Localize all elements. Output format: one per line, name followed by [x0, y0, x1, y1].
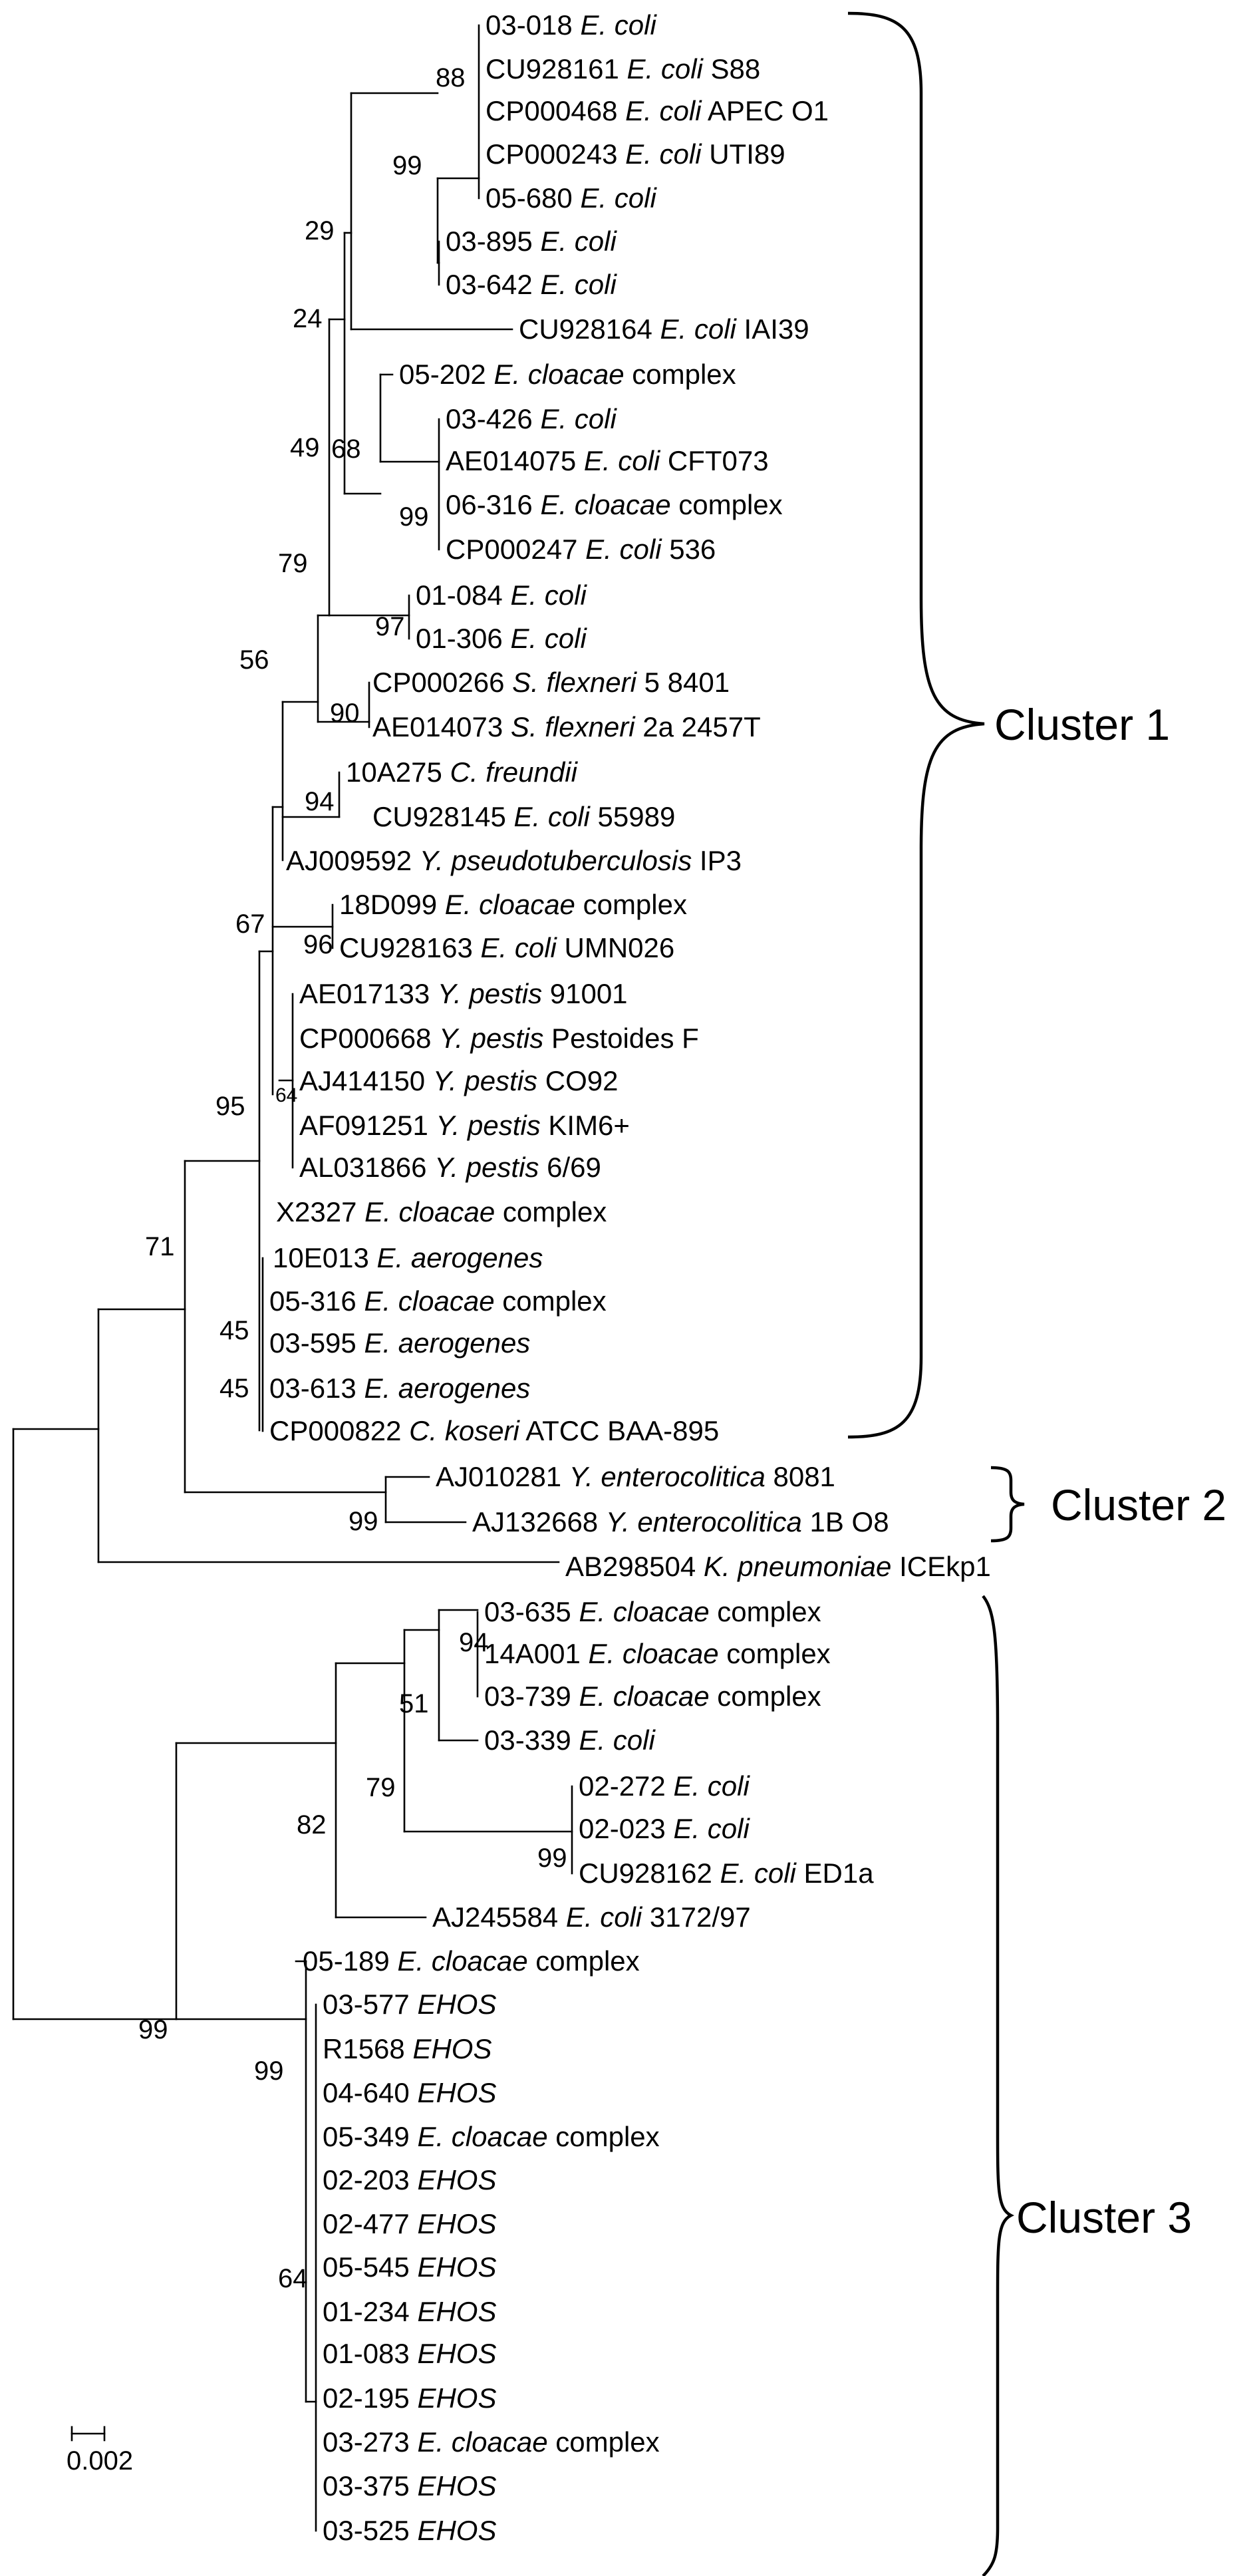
- leaf-label: 14A001 E. cloacae complex: [484, 1638, 831, 1669]
- leaf-label: 03-339 E. coli: [484, 1724, 656, 1756]
- leaf-label: AL031866 Y. pestis 6/69: [299, 1152, 601, 1183]
- leaf-label: 10A275 C. freundii: [346, 756, 579, 788]
- bootstrap-value: 45: [219, 1374, 249, 1403]
- leaf-label: 02-272 E. coli: [579, 1770, 750, 1802]
- leaf-label: 18D099 E. cloacae complex: [339, 889, 687, 920]
- bootstrap-values: 88 99 29 24 68 49 99 97 79 56 90 94 96 6…: [138, 63, 567, 2293]
- leaf-label: AB298504 K. pneumoniae ICEkp1: [565, 1551, 991, 1582]
- leaf-label: 02-203 EHOS: [323, 2164, 496, 2195]
- leaf-label: R1568 EHOS: [323, 2033, 491, 2064]
- leaf-label: CP000668 Y. pestis Pestoides F: [299, 1023, 699, 1054]
- cluster-braces: Cluster 1 Cluster 2 Cluster 3: [847, 11, 1226, 2576]
- leaf-label: AJ132668 Y. enterocolitica 1B O8: [472, 1506, 889, 1537]
- leaf-label: CU928161 E. coli S88: [486, 53, 760, 84]
- leaf-label: 06-316 E. cloacae complex: [446, 489, 783, 520]
- leaf-label: 01-306 E. coli: [416, 623, 587, 654]
- leaf-label: 03-018 E. coli: [486, 9, 657, 41]
- bootstrap-value: 79: [366, 1773, 396, 1802]
- leaf-label: 03-525 EHOS: [323, 2515, 496, 2546]
- bootstrap-value: 51: [399, 1689, 429, 1718]
- leaf-label: 05-316 E. cloacae complex: [269, 1285, 607, 1317]
- leaf-label: AE014073 S. flexneri 2a 2457T: [372, 711, 761, 742]
- bootstrap-value: 88: [436, 63, 466, 92]
- leaf-label: AE014075 E. coli CFT073: [446, 445, 769, 476]
- bootstrap-value: 45: [219, 1316, 249, 1345]
- leaf-label: AJ009592 Y. pseudotuberculosis IP3: [286, 845, 742, 876]
- leaf-label: 05-680 E. coli: [486, 182, 657, 214]
- leaf-label: 05-349 E. cloacae complex: [323, 2121, 660, 2152]
- tree-branches: [12, 24, 573, 2532]
- leaf-label: 02-477 EHOS: [323, 2208, 496, 2239]
- bootstrap-value: 64: [275, 1084, 297, 1106]
- leaf-label: AE017133 Y. pestis 91001: [299, 978, 628, 1009]
- bootstrap-value: 71: [145, 1232, 175, 1261]
- cluster-2-brace: [990, 1466, 1025, 1543]
- leaf-label: AF091251 Y. pestis KIM6+: [299, 1110, 630, 1141]
- leaf-label: 02-195 EHOS: [323, 2382, 496, 2414]
- bootstrap-value: 96: [303, 930, 333, 959]
- leaf-label: 01-234 EHOS: [323, 2296, 496, 2327]
- bootstrap-value: 99: [392, 151, 422, 180]
- cluster-label: Cluster 1: [994, 700, 1170, 749]
- bootstrap-value: 82: [297, 1810, 327, 1840]
- leaf-label: 03-273 E. cloacae complex: [323, 2426, 660, 2458]
- bootstrap-value: 56: [239, 645, 269, 675]
- leaf-label: 03-375 EHOS: [323, 2470, 496, 2501]
- leaf-label: 03-613 E. aerogenes: [269, 1372, 530, 1404]
- leaf-label: CU928145 E. coli 55989: [372, 801, 675, 832]
- leaf-label: CP000243 E. coli UTI89: [486, 138, 785, 170]
- bootstrap-value: 99: [254, 2056, 284, 2086]
- leaf-label: 03-595 E. aerogenes: [269, 1327, 530, 1359]
- leaf-label: 05-189 E. cloacae complex: [303, 1945, 640, 1977]
- bootstrap-value: 68: [331, 434, 361, 464]
- leaf-label: 03-635 E. cloacae complex: [484, 1596, 821, 1627]
- leaf-label: 03-426 E. coli: [446, 403, 617, 434]
- bootstrap-value: 67: [235, 909, 265, 939]
- cluster-3-brace: [982, 1595, 1015, 2576]
- leaf-label: 03-739 E. cloacae complex: [484, 1681, 821, 1712]
- leaf-label: 02-023 E. coli: [579, 1813, 750, 1844]
- leaf-label: CP000266 S. flexneri 5 8401: [372, 667, 730, 698]
- leaf-label: CU928163 E. coli UMN026: [339, 932, 674, 963]
- leaf-label: AJ414150 Y. pestis CO92: [299, 1065, 618, 1096]
- leaf-label: CP000247 E. coli 536: [446, 534, 716, 565]
- leaf-label: CP000468 E. coli APEC O1: [486, 95, 829, 126]
- cluster-label: Cluster 3: [1016, 2193, 1192, 2242]
- bootstrap-value: 24: [293, 304, 323, 333]
- bootstrap-value: 94: [305, 787, 335, 816]
- leaf-label: X2327 E. cloacae complex: [276, 1196, 607, 1227]
- leaf-label: CU928162 E. coli ED1a: [579, 1857, 874, 1889]
- bootstrap-value: 29: [305, 216, 335, 245]
- bootstrap-value: 95: [215, 1092, 245, 1121]
- scale-bar: 0.002: [67, 2426, 133, 2476]
- leaf-label: 03-895 E. coli: [446, 226, 617, 257]
- bootstrap-value: 64: [278, 2264, 308, 2293]
- bootstrap-value: 99: [399, 502, 429, 532]
- leaf-label: 01-083 EHOS: [323, 2338, 496, 2369]
- cluster-1-brace: [847, 11, 985, 1439]
- scale-bar-label: 0.002: [67, 2446, 133, 2476]
- leaf-label: AJ010281 Y. enterocolitica 8081: [436, 1461, 835, 1492]
- leaf-label: AJ245584 E. coli 3172/97: [432, 1901, 751, 1933]
- bootstrap-value: 49: [290, 433, 320, 462]
- bootstrap-value: 79: [278, 549, 308, 578]
- leaf-label: 10E013 E. aerogenes: [273, 1242, 543, 1273]
- bootstrap-value: 94: [459, 1628, 489, 1657]
- leaf-label: 01-084 E. coli: [416, 579, 587, 611]
- bootstrap-value: 90: [330, 699, 360, 728]
- cluster-label: Cluster 2: [1051, 1480, 1226, 1530]
- leaf-label: 05-545 EHOS: [323, 2251, 496, 2283]
- leaf-label: 05-202 E. cloacae complex: [399, 359, 736, 390]
- bootstrap-value: 99: [138, 2015, 168, 2044]
- bootstrap-value: 97: [375, 612, 405, 641]
- leaf-label: 03-577 EHOS: [323, 1989, 496, 2020]
- leaf-label: CU928164 E. coli IAI39: [519, 313, 809, 345]
- leaf-label: CP000822 C. koseri ATCC BAA-895: [269, 1415, 719, 1446]
- leaf-label: 04-640 EHOS: [323, 2077, 496, 2108]
- bootstrap-value: 99: [349, 1507, 378, 1536]
- leaf-label: 03-642 E. coli: [446, 269, 617, 300]
- bootstrap-value: 99: [537, 1844, 567, 1873]
